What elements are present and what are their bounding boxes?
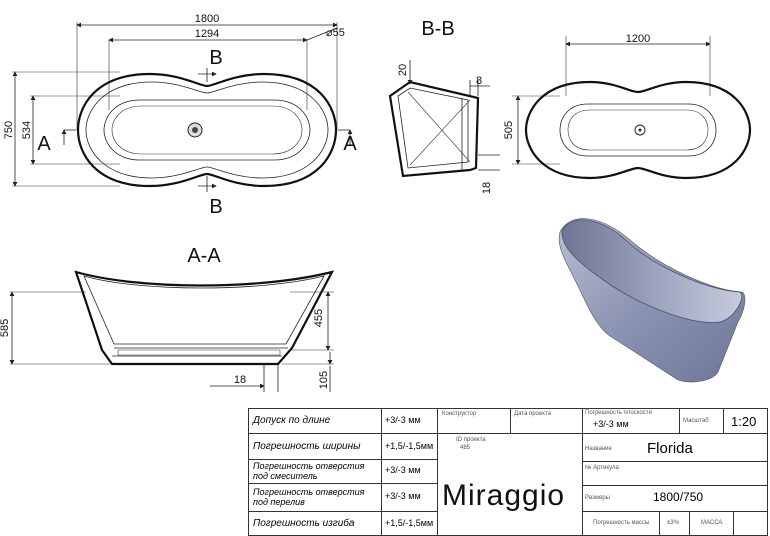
project-id-label: ID проекта <box>456 437 486 443</box>
right-top-view: 1200 505 <box>503 33 752 180</box>
tolerance-value: +3/-3 мм <box>385 465 421 475</box>
dim-right-length: 1200 <box>626 33 650 45</box>
section-aa: A-A 585 455 18 105 <box>0 245 335 392</box>
name-label: Название <box>585 446 612 452</box>
article-label: № Артикула <box>585 465 619 471</box>
dim-right-width: 505 <box>503 121 515 139</box>
tolerance-value: +3/-3 мм <box>385 415 421 425</box>
tolerance-row: Допуск по длине +3/-3 мм <box>249 409 437 434</box>
title-block: Допуск по длине +3/-3 мм Погрешность шир… <box>248 408 768 536</box>
section-aa-title: A-A <box>187 245 221 267</box>
designer-label: Конструктор <box>442 411 477 417</box>
dim-bb-base: 18 <box>481 182 493 194</box>
name-value: Florida <box>647 440 693 457</box>
section-mark-a-right: A <box>343 133 357 155</box>
section-mark-a-left: A <box>37 133 51 155</box>
dim-inner-width: 534 <box>21 121 33 139</box>
section-bb-title: B-B <box>421 18 454 40</box>
dim-aa-inner-height: 455 <box>313 309 325 327</box>
brand-logo: Miraggio <box>442 479 566 512</box>
tolerance-label: Погрешность ширины <box>253 441 361 452</box>
tolerance-label: Допуск по длине <box>253 415 331 426</box>
dim-bb-wall: 8 <box>476 75 482 87</box>
flatness-label: Погрешность плоскости <box>585 410 652 416</box>
project-id-value: 485 <box>460 445 471 451</box>
tolerance-label: Погрешность отверстия под смеситель <box>253 461 365 481</box>
tolerance-value: +3/-3 мм <box>385 491 421 501</box>
tolerance-value: +1,5/-1,5мм <box>385 441 434 451</box>
size-value: 1800/750 <box>653 490 704 504</box>
dim-drain: ⌀55 <box>326 27 345 39</box>
dim-aa-floor: 18 <box>234 374 246 386</box>
dim-inner-length: 1294 <box>195 28 219 40</box>
tolerance-row: Погрешность отверстия под смеситель +3/-… <box>249 459 437 484</box>
dim-length: 1800 <box>195 13 219 25</box>
scale-label: Масштаб <box>683 418 709 424</box>
mass-error-value: ±3% <box>667 520 679 526</box>
dim-aa-base: 105 <box>318 371 330 389</box>
tolerance-row: Погрешность изгиба +1,5/-1,5мм <box>249 511 437 535</box>
size-label: Размеры <box>585 495 610 501</box>
mass-error-label: Погрешность массы <box>593 520 650 526</box>
section-bb: B-B 8 20 18 <box>388 18 500 194</box>
flatness-value: +3/-3 мм <box>593 419 629 429</box>
tolerance-value: +1,5/-1,5мм <box>385 518 434 528</box>
top-view: 1800 1294 ⌀55 750 534 B B A A <box>3 13 357 218</box>
tolerance-label: Погрешность отверстия под перелив <box>253 487 365 507</box>
section-mark-b-bottom: B <box>209 196 222 218</box>
mass-label: МАССА <box>701 520 723 526</box>
tub-outline-top <box>76 72 338 188</box>
dim-aa-height: 585 <box>0 319 11 337</box>
tolerance-label: Погрешность изгиба <box>253 518 355 529</box>
dim-bb-rim: 20 <box>397 64 409 76</box>
scale-value: 1:20 <box>731 414 757 429</box>
section-mark-b-top: B <box>209 47 222 69</box>
tolerance-row: Погрешность ширины +1,5/-1,5мм <box>249 433 437 460</box>
tub-3d-view <box>558 218 746 383</box>
tolerance-row: Погрешность отверстия под перелив +3/-3 … <box>249 483 437 512</box>
date-label: Дата проекта <box>514 411 551 417</box>
dim-width: 750 <box>3 121 15 139</box>
